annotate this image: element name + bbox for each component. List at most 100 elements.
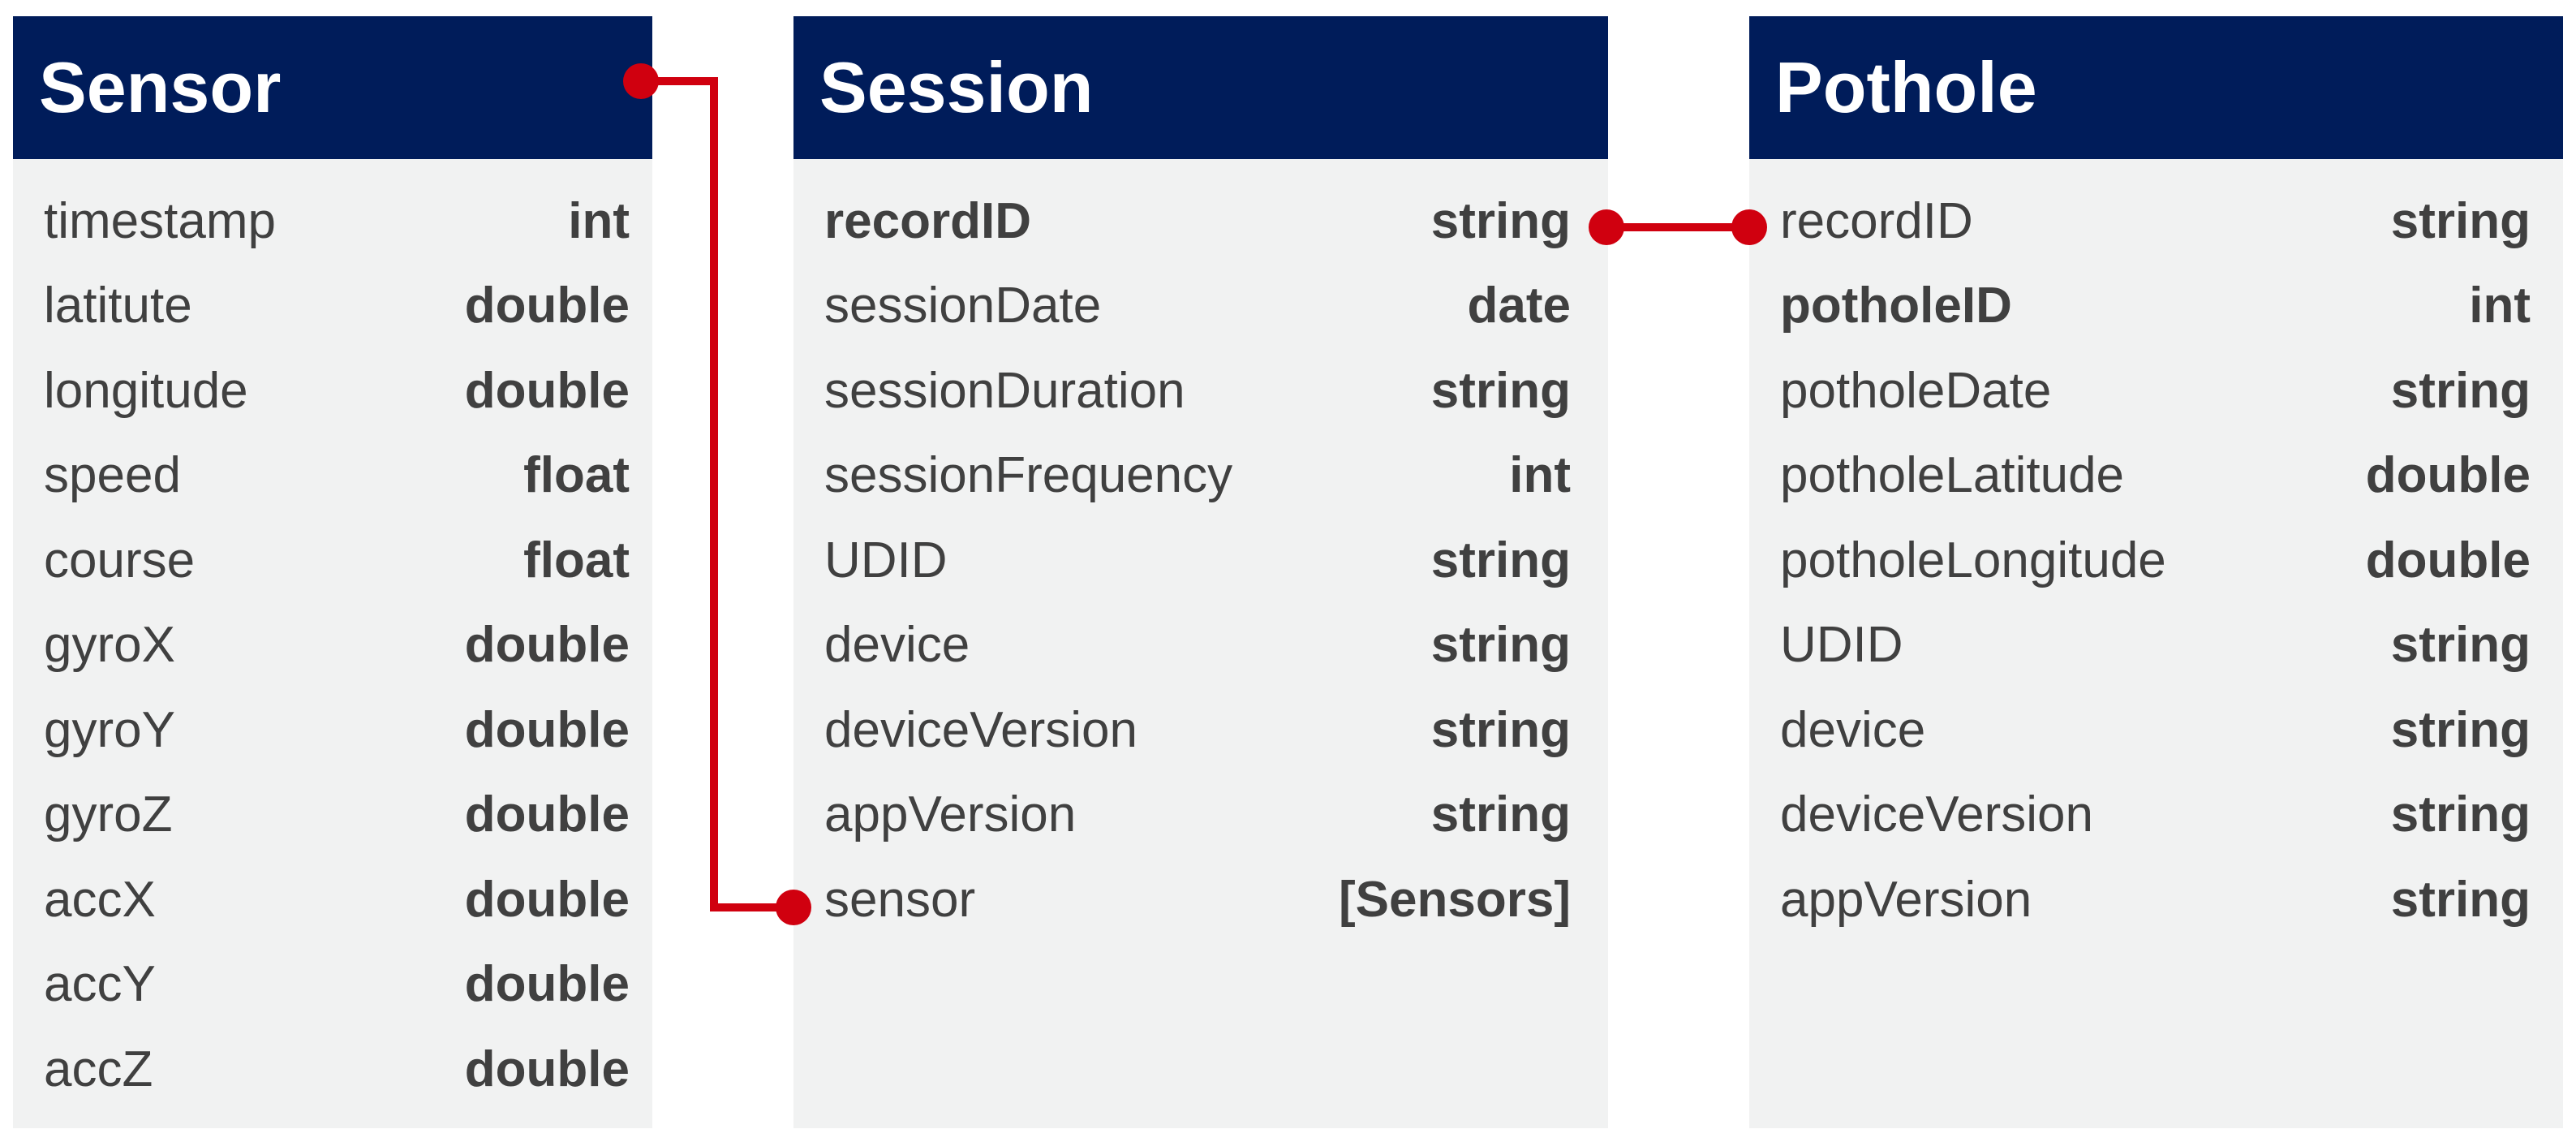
pothole-field-row: potholeID int	[1749, 264, 2563, 349]
field-type: int	[568, 192, 630, 249]
field-type: string	[1430, 617, 1571, 674]
field-type: string	[1430, 192, 1571, 249]
pothole-recordid-endpoint	[1731, 209, 1767, 245]
session-field-row: deviceVersion string	[793, 687, 1608, 773]
session-field-list: recordID string sessionDate date sessionDu…	[793, 159, 1608, 942]
sensor-field-row: speed float	[13, 433, 652, 519]
field-name: speed	[44, 447, 181, 504]
field-type: string	[2390, 701, 2531, 758]
pothole-field-row: potholeLongitude double	[1749, 518, 2563, 603]
field-type: double	[464, 701, 630, 758]
field-name: potholeLongitude	[1780, 532, 2166, 588]
field-type: date	[1467, 278, 1571, 334]
sensor-field-row: longitude double	[13, 348, 652, 433]
sensor-field-row: accY double	[13, 942, 652, 1028]
field-type: double	[464, 956, 630, 1013]
sensor-field-row: gyroZ double	[13, 773, 652, 858]
sensor-field-row: timestamp int	[13, 179, 652, 264]
field-type: double	[2365, 447, 2531, 504]
field-type: string	[1430, 362, 1571, 419]
field-name: sessionFrequency	[824, 447, 1233, 504]
pothole-field-row: device string	[1749, 687, 2563, 773]
pothole-field-row: potholeDate string	[1749, 348, 2563, 433]
field-name: recordID	[1780, 192, 1973, 249]
field-name: potholeLatitude	[1780, 447, 2125, 504]
field-name-key: recordID	[824, 192, 1031, 249]
field-type: int	[1509, 447, 1571, 504]
field-type: string	[2390, 871, 2531, 928]
field-name: gyroX	[44, 617, 175, 674]
session-sensor-endpoint	[776, 890, 811, 925]
session-table: Session recordID string sessionDate date s…	[793, 16, 1608, 1128]
pothole-field-list: recordID string potholeID int potholeDate s…	[1749, 159, 2563, 942]
sensor-field-row: latitute double	[13, 264, 652, 349]
field-name: accZ	[44, 1041, 153, 1097]
field-name: sessionDate	[824, 278, 1102, 334]
field-type: float	[523, 447, 630, 504]
pothole-table: Pothole recordID string potholeID int poth…	[1749, 16, 2563, 1128]
session-field-row: recordID string	[793, 179, 1608, 264]
field-type: [Sensors]	[1339, 871, 1571, 928]
field-name: gyroZ	[44, 786, 173, 843]
sensor-field-row: course float	[13, 518, 652, 603]
field-name: course	[44, 532, 196, 588]
field-type: double	[464, 278, 630, 334]
field-name: appVersion	[1780, 871, 2032, 928]
field-type: double	[464, 1041, 630, 1097]
field-name: latitute	[44, 278, 192, 334]
field-type: float	[523, 532, 630, 588]
session-field-row: UDID string	[793, 518, 1608, 603]
field-type: string	[2390, 362, 2531, 419]
sensor-field-row: gyroY double	[13, 687, 652, 773]
session-field-row: appVersion string	[793, 773, 1608, 858]
field-name: accY	[44, 956, 156, 1013]
field-type: string	[1430, 786, 1571, 843]
field-name: deviceVersion	[824, 701, 1138, 758]
field-name: potholeDate	[1780, 362, 2052, 419]
session-field-row: sessionFrequency int	[793, 433, 1608, 519]
field-type: string	[2390, 192, 2531, 249]
field-name: deviceVersion	[1780, 786, 2094, 843]
field-type: string	[1430, 532, 1571, 588]
field-name: longitude	[44, 362, 248, 419]
field-name: UDID	[824, 532, 948, 588]
field-name: sensor	[824, 871, 976, 928]
field-type: string	[2390, 786, 2531, 843]
field-type: double	[464, 871, 630, 928]
field-type: double	[464, 362, 630, 419]
field-name: timestamp	[44, 192, 276, 249]
session-recordid-endpoint	[1589, 209, 1624, 245]
pothole-table-title: Pothole	[1749, 16, 2563, 159]
field-type: double	[464, 786, 630, 843]
sensor-table-title: Sensor	[13, 16, 652, 159]
session-field-row: sessionDuration string	[793, 348, 1608, 433]
field-type: string	[1430, 701, 1571, 758]
field-name: appVersion	[824, 786, 1077, 843]
pothole-field-row: recordID string	[1749, 179, 2563, 264]
field-name: device	[1780, 701, 1926, 758]
sensor-to-session-connector	[641, 77, 793, 911]
sensor-table: Sensor timestamp int latitute double longi…	[13, 16, 652, 1128]
pothole-field-row: UDID string	[1749, 603, 2563, 688]
session-table-title: Session	[793, 16, 1608, 159]
field-name-key: potholeID	[1780, 278, 2012, 334]
pothole-field-row: potholeLatitude double	[1749, 433, 2563, 519]
sensor-connector-endpoint	[623, 63, 659, 99]
field-type: int	[2469, 278, 2531, 334]
field-name: gyroY	[44, 701, 175, 758]
session-field-row: sensor [Sensors]	[793, 857, 1608, 942]
field-name: device	[824, 617, 970, 674]
field-type: string	[2390, 617, 2531, 674]
session-field-row: sessionDate date	[793, 264, 1608, 349]
field-type: double	[2365, 532, 2531, 588]
pothole-field-row: deviceVersion string	[1749, 773, 2563, 858]
pothole-field-row: appVersion string	[1749, 857, 2563, 942]
field-name: sessionDuration	[824, 362, 1185, 419]
sensor-field-row: accZ double	[13, 1027, 652, 1112]
session-field-row: device string	[793, 603, 1608, 688]
field-name: UDID	[1780, 617, 1903, 674]
sensor-field-list: timestamp int latitute double longitude dou…	[13, 159, 652, 1112]
